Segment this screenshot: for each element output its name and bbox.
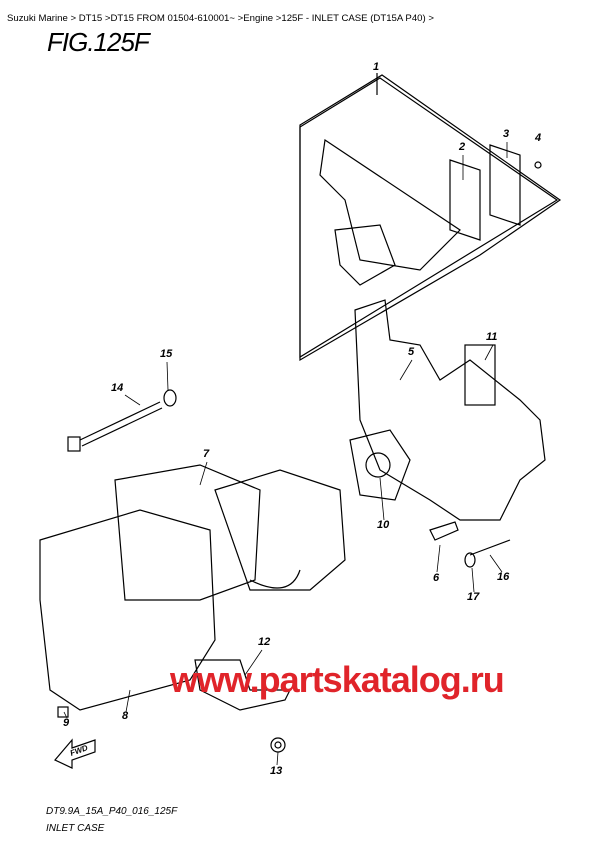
silencer-cover bbox=[39, 464, 346, 711]
watermark: www.partskatalog.ru bbox=[170, 659, 505, 700]
callout-17: 17 bbox=[467, 591, 480, 603]
callout-10: 10 bbox=[377, 519, 390, 531]
callout-11: 11 bbox=[486, 331, 498, 343]
callout-14: 14 bbox=[111, 382, 124, 394]
callout-3: 3 bbox=[503, 128, 510, 140]
callout-15: 15 bbox=[160, 348, 173, 360]
callout-12: 12 bbox=[258, 636, 271, 648]
callout-1: 1 bbox=[373, 61, 380, 73]
fwd-arrow-icon bbox=[54, 738, 96, 769]
inlet-case bbox=[349, 299, 546, 521]
bolts-6-16 bbox=[57, 521, 511, 753]
callout-16: 16 bbox=[497, 571, 510, 583]
diagram-code: DT9.9A_15A_P40_016_125F bbox=[46, 806, 178, 817]
breadcrumb: Suzuki Marine > DT15 >DT15 FROM 01504-61… bbox=[7, 13, 434, 24]
bolt-14 bbox=[67, 389, 177, 452]
callout-6: 6 bbox=[433, 572, 440, 584]
diagram-caption: INLET CASE bbox=[46, 823, 105, 834]
figure-title: FIG.125F bbox=[47, 27, 150, 57]
gasket-set-box bbox=[299, 73, 562, 362]
callout-4: 4 bbox=[535, 132, 542, 144]
callout-5: 5 bbox=[408, 346, 415, 358]
callout-2: 2 bbox=[459, 141, 466, 153]
callout-9: 9 bbox=[63, 717, 70, 729]
callout-8: 8 bbox=[122, 710, 129, 722]
callout-7: 7 bbox=[203, 448, 210, 460]
leader-lines bbox=[63, 142, 508, 766]
callout-13: 13 bbox=[270, 765, 283, 777]
